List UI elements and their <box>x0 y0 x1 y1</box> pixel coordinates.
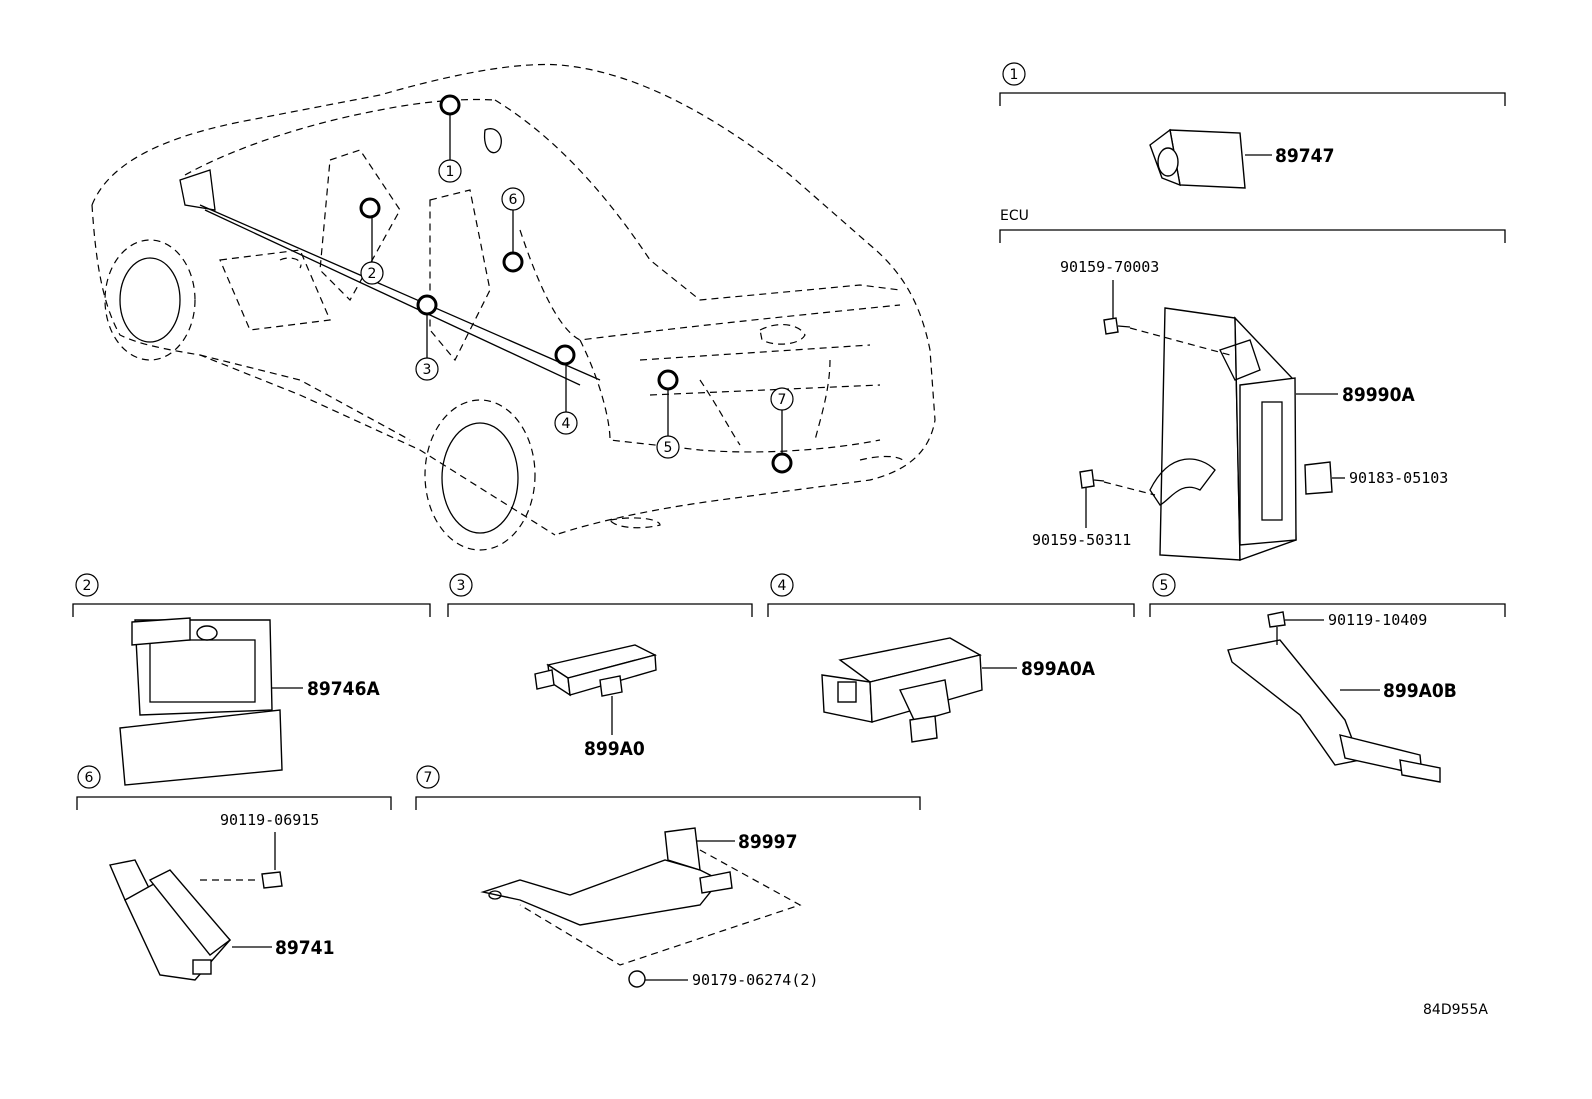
car-callout-5 <box>656 435 680 459</box>
svg-text:ECU: ECU <box>1000 208 1029 224</box>
part-90159-70003: 90159-70003 <box>1060 258 1159 276</box>
section-7: 7 89997 90179-06274(2) <box>415 765 921 989</box>
svg-text:5: 5 <box>1160 578 1169 594</box>
part-90183-05103: 90183-05103 <box>1349 469 1448 487</box>
section-3: 3 899A0 <box>447 573 753 760</box>
section-1: 1 89747 <box>999 62 1506 189</box>
svg-text:1: 1 <box>446 164 455 180</box>
svg-text:2: 2 <box>368 266 377 282</box>
car-callout-2 <box>360 261 384 285</box>
part-90159-50311: 90159-50311 <box>1032 531 1131 549</box>
part-90179-06274: 90179-06274(2) <box>692 971 818 989</box>
section-2: 2 89746A <box>72 573 431 786</box>
car-outline <box>91 63 936 551</box>
diagram-code: 84D955A <box>1423 1002 1488 1018</box>
section-ecu: ECU 89990A 90159-70003 90159-50311 90183… <box>999 208 1506 561</box>
svg-text:7: 7 <box>778 392 787 408</box>
svg-text:6: 6 <box>85 770 94 786</box>
car-callout-7 <box>770 387 794 411</box>
svg-text:3: 3 <box>423 362 432 378</box>
car-markers: 1 2 3 4 5 6 7 <box>359 94 794 474</box>
car-callout-4 <box>554 411 578 435</box>
part-899A0A: 899A0A <box>1021 658 1096 680</box>
svg-text:4: 4 <box>562 416 571 432</box>
part-89990A: 89990A <box>1342 384 1415 406</box>
svg-text:4: 4 <box>778 578 787 594</box>
svg-text:1: 1 <box>1010 67 1019 83</box>
section-6: 6 90119-06915 89741 <box>76 765 392 981</box>
car-callout-6 <box>501 187 525 211</box>
svg-text:7: 7 <box>424 770 433 786</box>
svg-text:2: 2 <box>83 578 92 594</box>
section-4: 4 899A0A <box>767 573 1135 743</box>
svg-text:5: 5 <box>664 440 673 456</box>
svg-text:6: 6 <box>509 192 518 208</box>
part-89747: 89747 <box>1275 145 1334 167</box>
part-899A0B: 899A0B <box>1383 680 1457 702</box>
svg-text:3: 3 <box>457 578 466 594</box>
part-89741: 89741 <box>275 937 334 959</box>
part-90119-10409: 90119-10409 <box>1328 611 1427 629</box>
car-callout-1 <box>438 159 462 183</box>
part-89997: 89997 <box>738 831 797 853</box>
part-899A0: 899A0 <box>584 738 645 760</box>
section-5: 5 90119-10409 899A0B <box>1149 573 1506 783</box>
part-90119-06915: 90119-06915 <box>220 811 319 829</box>
car-callout-3 <box>415 357 439 381</box>
part-89746A: 89746A <box>307 678 380 700</box>
